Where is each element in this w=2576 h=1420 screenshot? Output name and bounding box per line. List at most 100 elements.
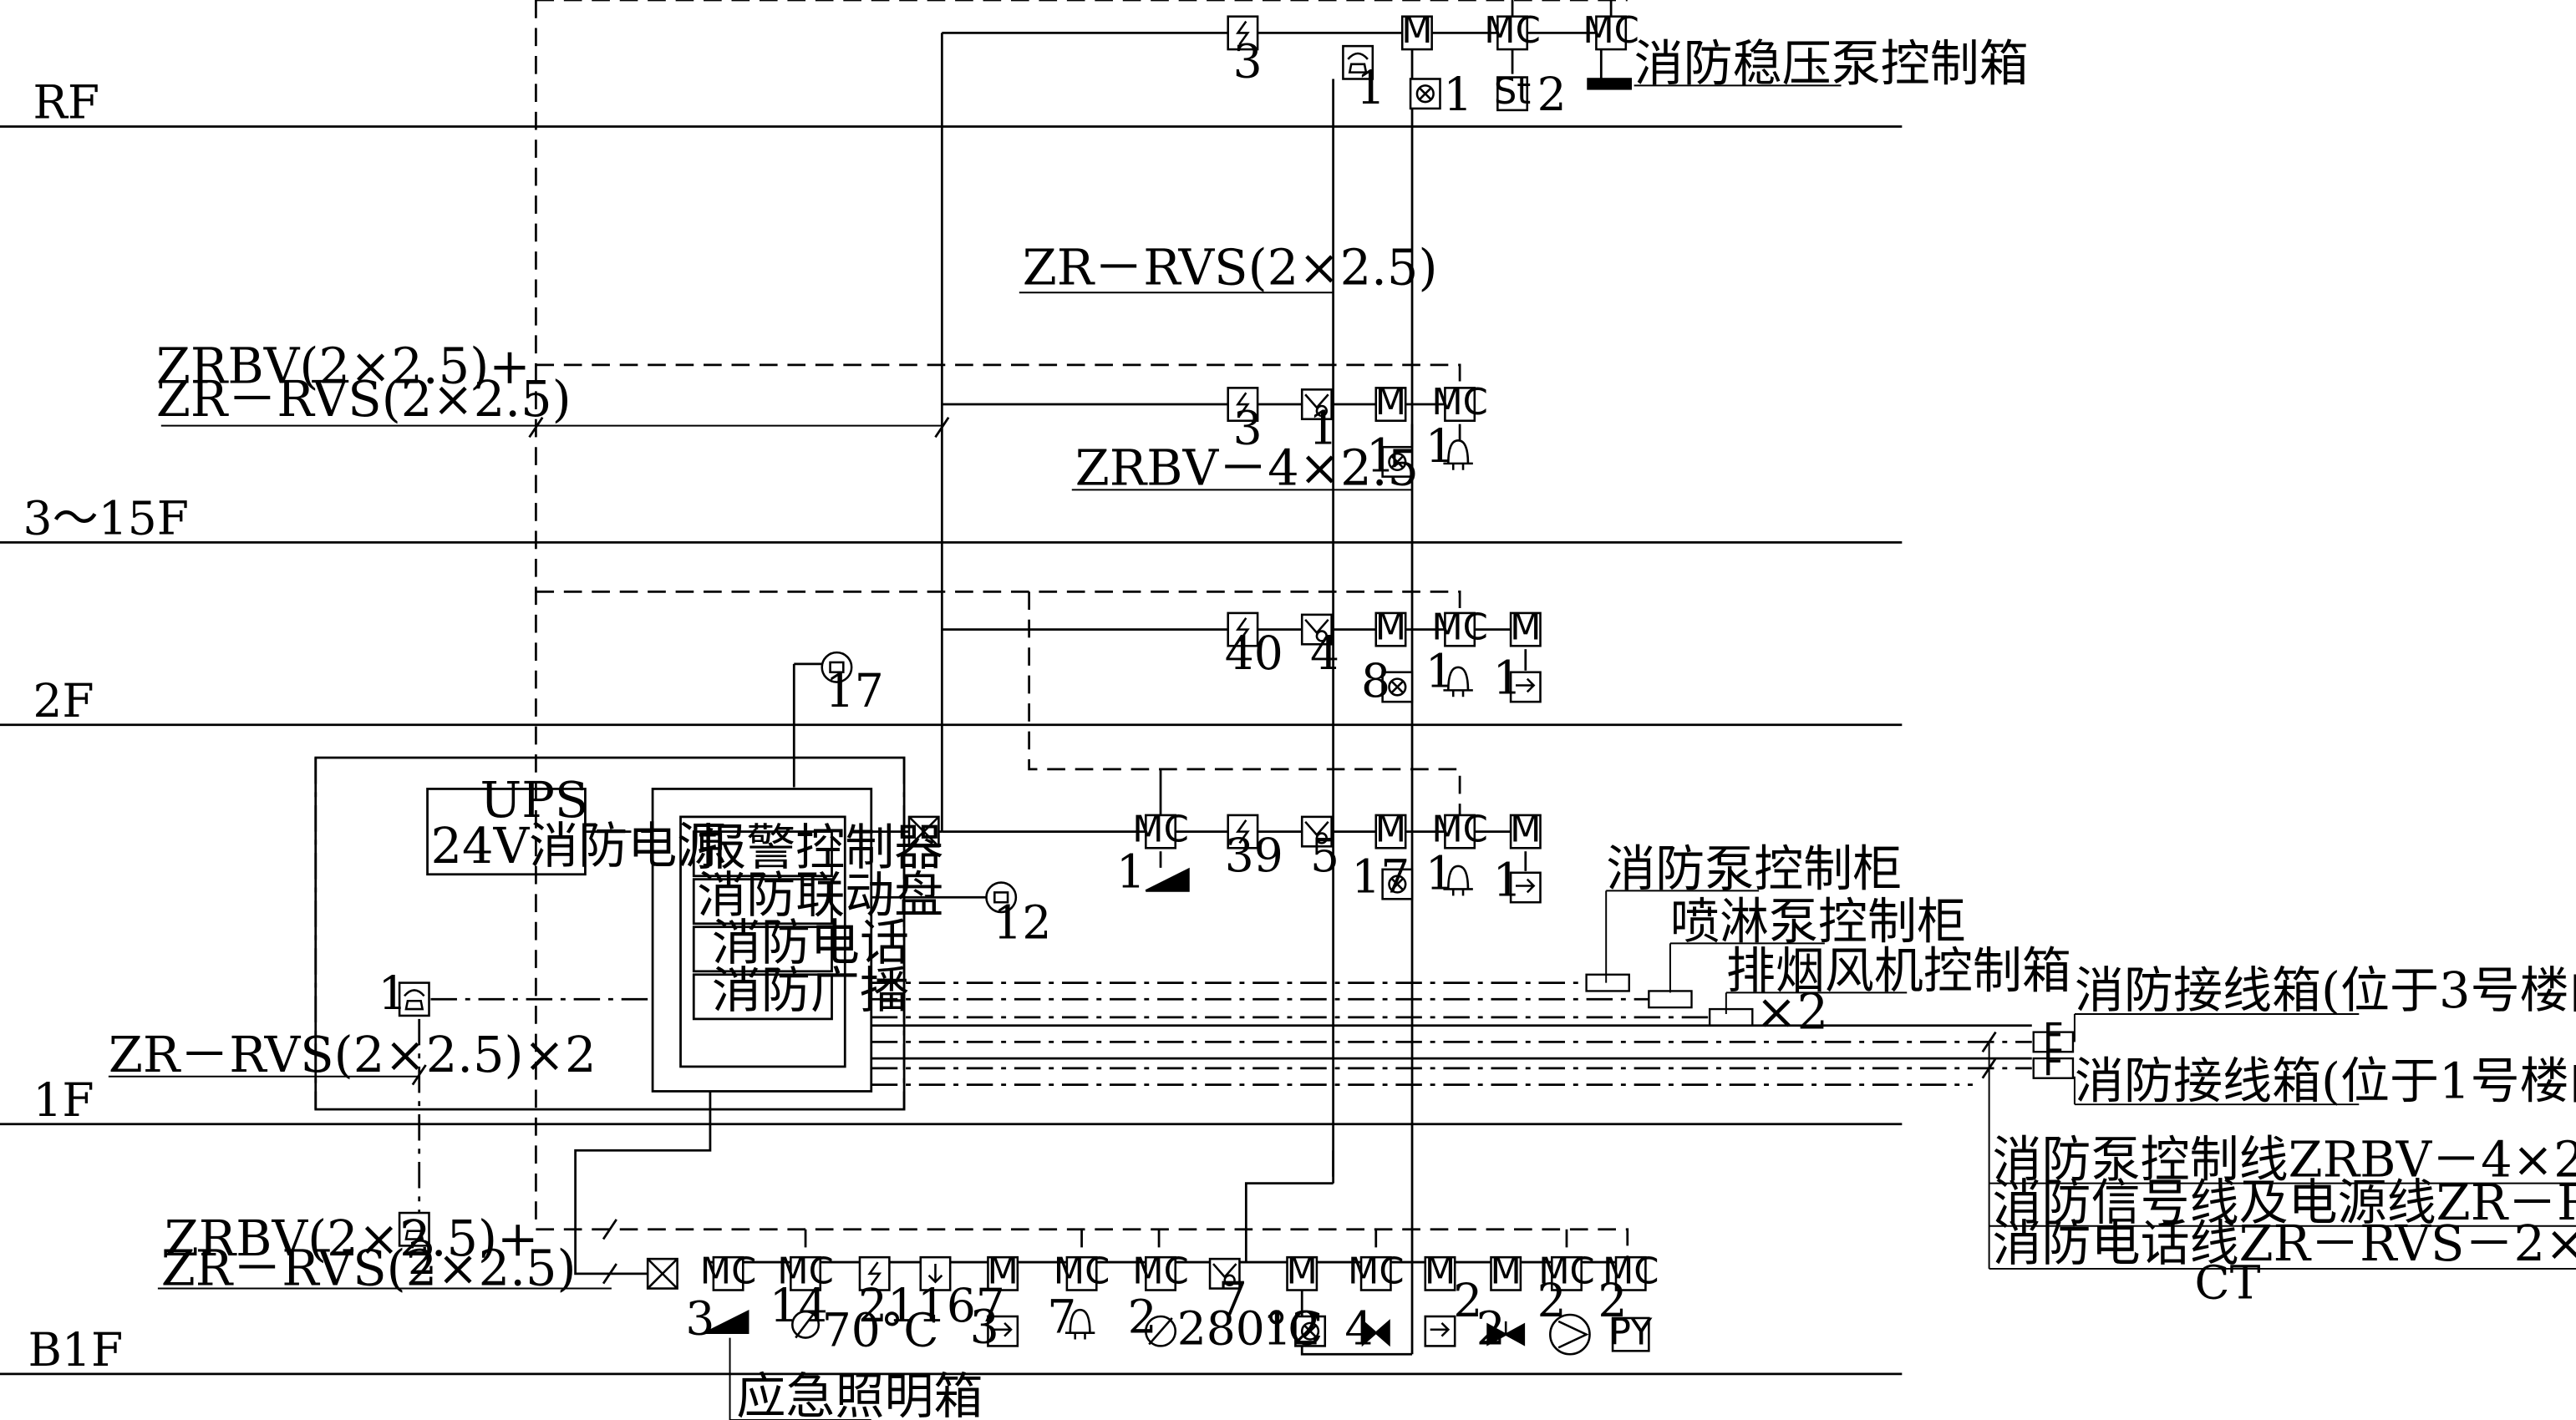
panel-alarm-controller: 报警控制器	[697, 819, 943, 876]
fire-phone-icon-1f-b-h	[404, 1219, 425, 1240]
smoke-detector-icon-rf-bolt	[1236, 20, 1250, 45]
speaker-icon-2f-r	[829, 661, 845, 674]
detector-icon-1f-c	[1315, 832, 1329, 844]
fire-phone-icon-rf-h	[1347, 52, 1369, 74]
py-box-icon-b1	[1611, 1316, 1650, 1352]
count-2f-det: 4	[1310, 626, 1339, 680]
bell-icon-3-15f-legs	[1451, 463, 1465, 470]
module-mc-icon-1f-2-text: MC	[1431, 809, 1488, 850]
count-b1-280: 2	[1128, 1291, 1157, 1344]
st-box-icon-rf-text: St	[1494, 71, 1531, 113]
ups-power-label: 24V消防电源	[430, 817, 726, 875]
fire-phone-icon-1f-a	[398, 981, 430, 1017]
count-b1-damper: 4	[1344, 1301, 1374, 1355]
count-b1-fl2: 2	[1453, 1274, 1482, 1327]
cable-rf-riser: ZR－RVS(2×2.5)	[1023, 238, 1438, 296]
floor-1f: 1F	[33, 1073, 94, 1127]
count-1f-valve: 17	[1351, 849, 1410, 903]
module-m-icon-b1-2	[1286, 1255, 1318, 1291]
count-b1-pump: 2	[1537, 1274, 1567, 1327]
signal-valve-icon-2f-c	[1388, 677, 1407, 697]
fire-damper-280-icon-b1	[1145, 1315, 1177, 1347]
count-rf-valve: 1	[1443, 68, 1472, 121]
module-mc-icon-b1-3	[1065, 1255, 1098, 1291]
module-mc-icon-b1-5-text: MC	[1348, 1251, 1405, 1293]
legend-phone: 消防电话线ZR－RVS－2×2.5	[1993, 1215, 2576, 1272]
floor-rf: RF	[33, 76, 99, 129]
module-m-icon-1f-text: M	[1375, 809, 1406, 850]
count-b1-bell: 7	[1047, 1291, 1076, 1344]
module-m-icon-b1-3	[1424, 1255, 1456, 1291]
count-2f-bell: 1	[1425, 644, 1455, 697]
dashed-buses	[535, 0, 1629, 1263]
smoke-detector-icon-1f-bolt	[1236, 819, 1250, 844]
module-mc-icon-rf-1	[1496, 15, 1529, 51]
module-mc-icon-1f-1-text: MC	[1132, 809, 1189, 850]
module-mc-icon-b1-1-text: MC	[700, 1251, 757, 1293]
count-1f-flow: 1	[1492, 853, 1522, 906]
signal-valve-icon-3-15f-x	[1390, 455, 1405, 469]
speaker-icon-2f	[821, 651, 853, 683]
py-box-icon-b1-text: PY	[1609, 1311, 1653, 1353]
count-rf-smoke: 3	[1233, 35, 1263, 89]
bell-icon-1f	[1443, 865, 1473, 890]
temp-70: 70°C	[822, 1303, 939, 1357]
panel-fire-phone: 消防电话	[712, 914, 909, 971]
flow-indicator-icon-1f	[1509, 871, 1542, 904]
pump-triangle-b1	[1557, 1320, 1589, 1349]
module-mc-icon-b1-1	[712, 1255, 744, 1291]
emergency-light-icon-1f	[1145, 867, 1190, 892]
temp-280: 280°C	[1177, 1301, 1324, 1355]
signal-valve-icon-2f-x	[1390, 680, 1405, 694]
slash-marks	[411, 417, 1997, 1285]
module-m-icon-b1-4	[1490, 1255, 1522, 1291]
smoke-detector-icon-b1-bolt	[867, 1261, 882, 1286]
module-m-icon-1f-2	[1509, 814, 1542, 849]
module-m-icon-b1-1	[987, 1255, 1019, 1291]
count-3-15f-smoke: 3	[1233, 401, 1263, 454]
count-3-15f-bell: 1	[1425, 419, 1455, 473]
count-1f-bell: 1	[1425, 846, 1455, 900]
heat-detector-icon-b1	[791, 1310, 821, 1339]
bell-icon-b1-legs	[1074, 1332, 1086, 1340]
junction-box-icon-1f-x	[908, 815, 940, 848]
module-m-icon-1f	[1374, 814, 1407, 849]
junction-boxes	[1585, 973, 2075, 1079]
junction-box-icon-b1-x	[647, 1258, 678, 1290]
floor-2f: 2F	[33, 674, 94, 728]
count-1f-light: 1	[1116, 844, 1146, 898]
legend-pump-control: 消防泵控制线ZRBV－4×2.5	[1993, 1131, 2576, 1189]
module-mc-icon-rf-2	[1595, 15, 1628, 51]
speaker-icon-1f	[985, 881, 1018, 914]
signal-valve-icon-1f-x	[1390, 877, 1405, 891]
cable-3-15f-a: ZRBV(2×2.5)+	[156, 337, 531, 394]
flow-indicator-icon-b1	[987, 1315, 1019, 1347]
module-m-icon-b1-4-text: M	[1491, 1251, 1522, 1293]
control-outer-box	[651, 788, 873, 1093]
detector-icon-b1-c	[1223, 1274, 1236, 1286]
count-b1-det: 7	[1218, 1272, 1247, 1326]
bell-icon-3-15f	[1443, 439, 1473, 465]
module-m-icon-2f-2	[1509, 611, 1542, 647]
module-mc-icon-b1-6-text: MC	[1538, 1251, 1595, 1293]
label-smoke-fan-box: 排烟风机控制箱	[1726, 941, 2071, 999]
emergency-light-icon-b1	[704, 1310, 749, 1334]
control-panels	[692, 830, 833, 1021]
cable-3-15f-b: ZR－RVS(2×2.5)	[156, 370, 572, 428]
floor-3-15f: 3～15F	[23, 491, 189, 545]
bell-icon-2f	[1443, 666, 1473, 692]
bell-icon-b1	[1064, 1308, 1095, 1334]
panel-linkage: 消防联动盘	[697, 866, 943, 924]
signal-valve-icon-1f	[1381, 868, 1414, 900]
count-3-15f-det: 1	[1308, 401, 1338, 454]
cable-b1-b: ZR－RVS(2×2.5)	[161, 1240, 577, 1297]
bell-icon-2f-legs	[1451, 690, 1465, 697]
flow-indicator-icon-2f	[1509, 671, 1542, 703]
label-junction-1: 消防接线箱(位于1号楼内)	[2075, 1052, 2576, 1109]
signal-valve-icon-b1-c	[1300, 1321, 1320, 1341]
count-b1-smoke: 21	[858, 1279, 917, 1332]
manual-station-arrow-b1	[927, 1264, 943, 1284]
count-b1-sv: 2	[1476, 1301, 1506, 1355]
smoke-detector-icon-2f-bolt	[1236, 617, 1250, 642]
